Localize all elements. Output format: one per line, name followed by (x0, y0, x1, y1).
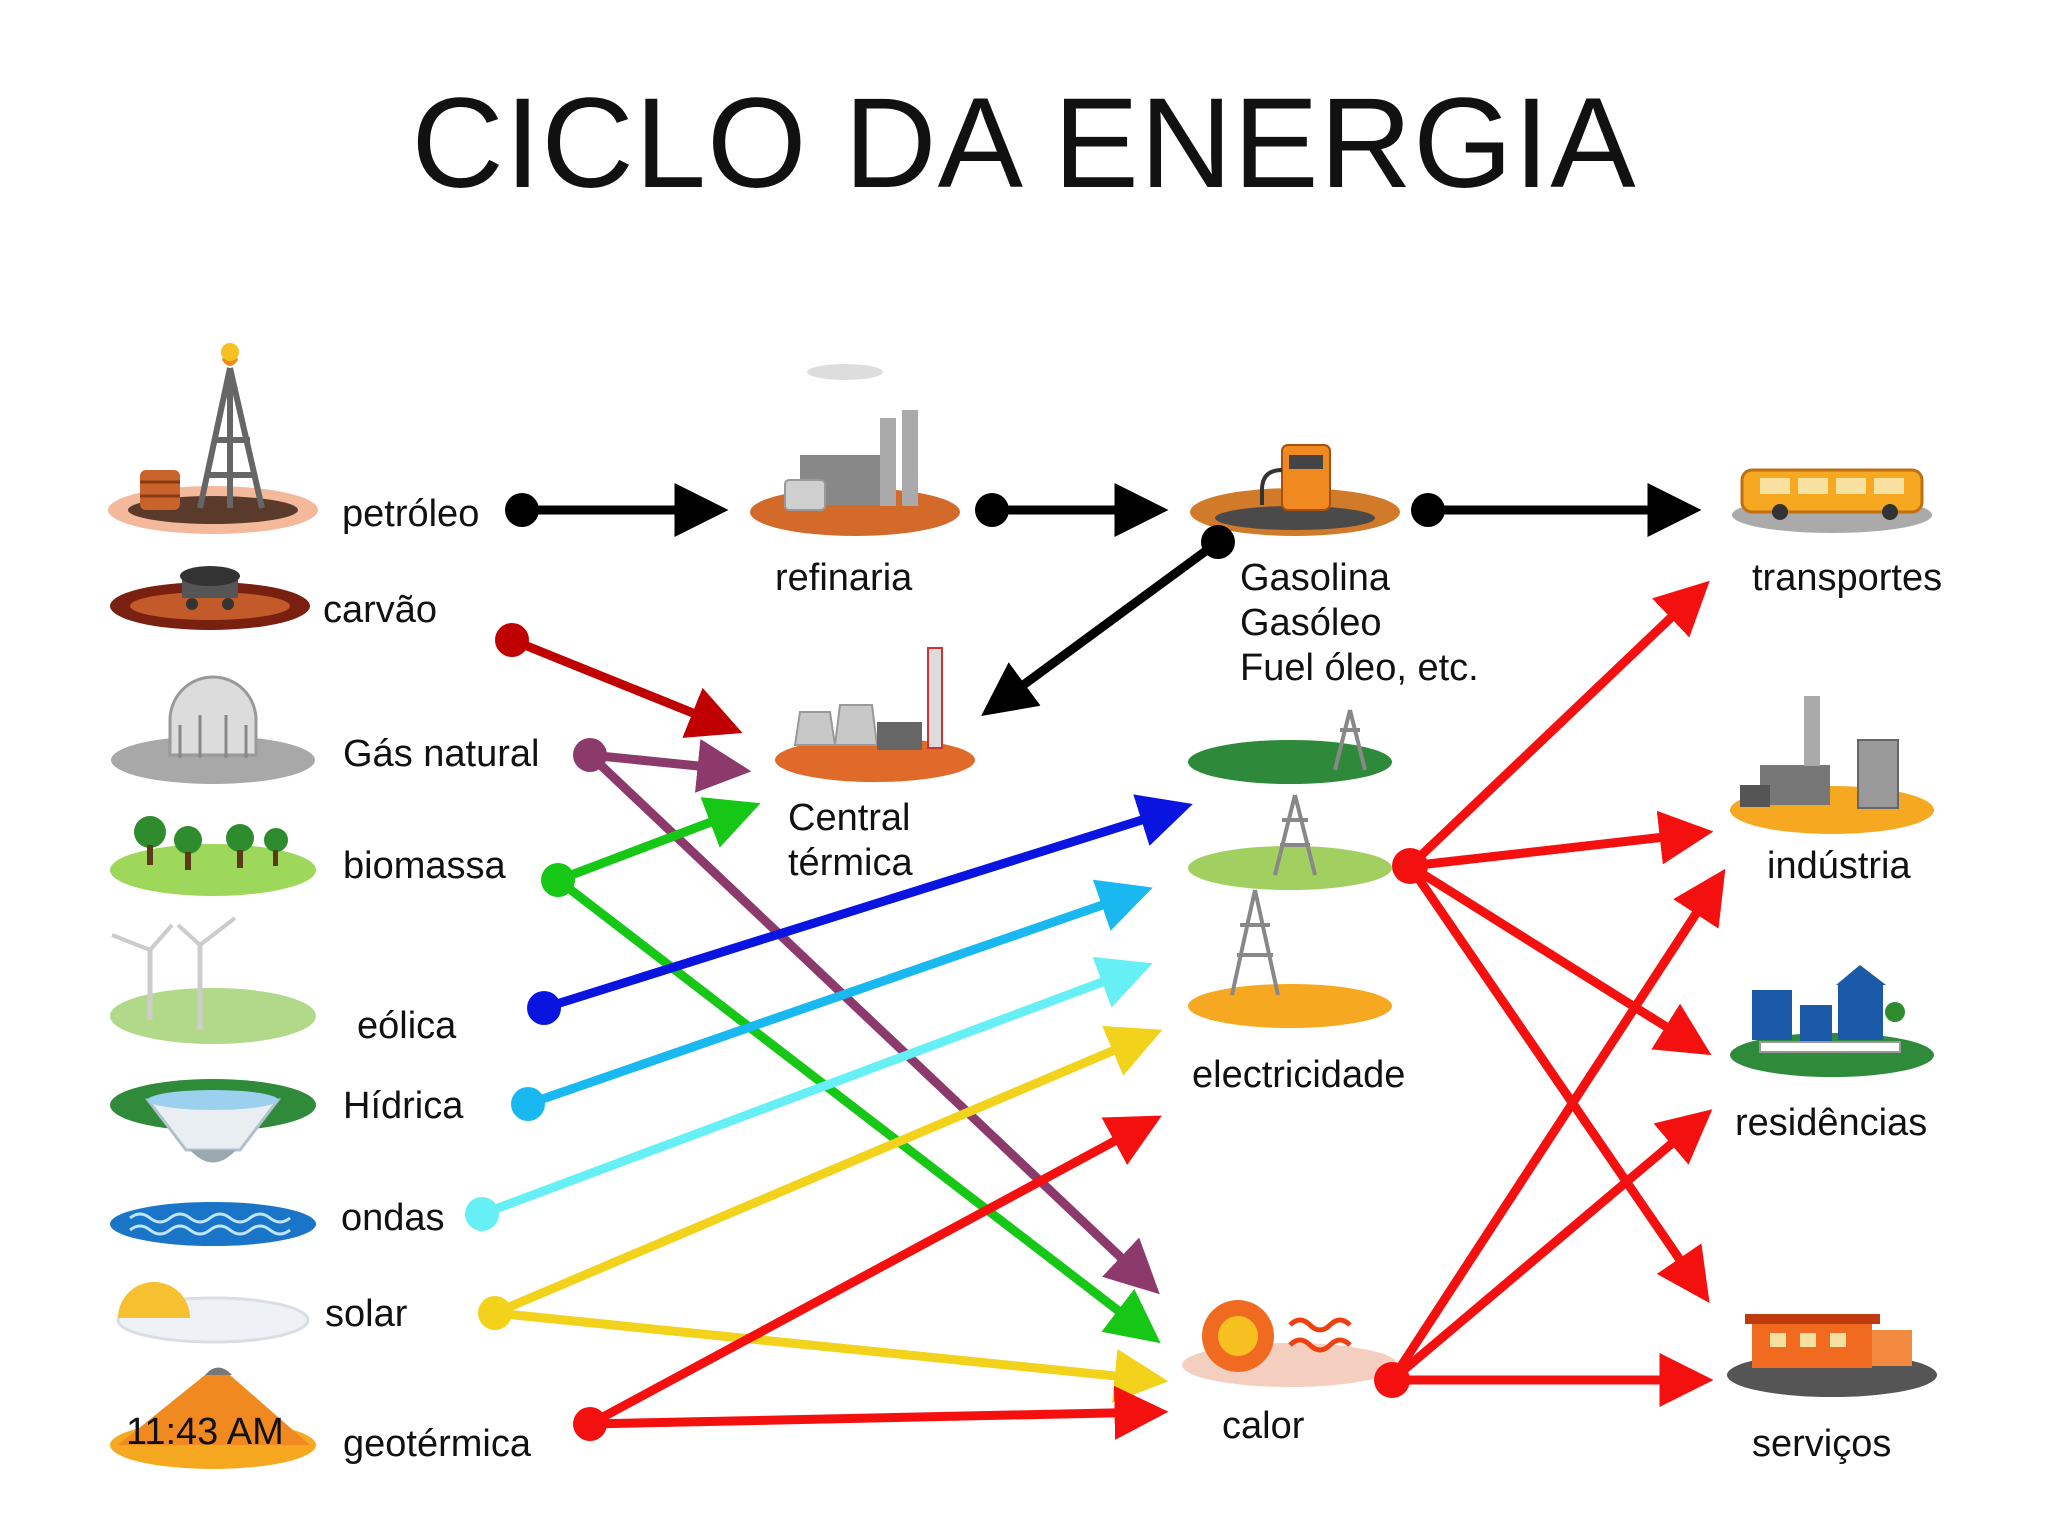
label-eolica: eólica (357, 1005, 457, 1047)
arrow-gas-central (589, 739, 752, 793)
wind-turbines-icon (110, 916, 316, 1044)
arrow-calor-residencias (1389, 1109, 1713, 1384)
clock-overlay: 11:43 AM (126, 1411, 284, 1453)
arrow-geotermica-calor (573, 1385, 1169, 1441)
label-fuels-line1: Gasolina (1240, 557, 1391, 599)
label-central-line2: térmica (788, 842, 913, 884)
volcano-icon (110, 1367, 316, 1469)
label-industria: indústria (1767, 845, 1911, 887)
thermal-power-plant-icon (775, 647, 975, 782)
arrow-electricidade-industria (1409, 810, 1714, 871)
heat-icon (1182, 1300, 1398, 1387)
arrow-combustiveis-transportes (1411, 483, 1702, 537)
label-transportes: transportes (1752, 557, 1942, 599)
arrow-biomassa-central (556, 797, 761, 885)
fuel-pump-icon (1190, 444, 1400, 536)
power-lines-icon (1188, 709, 1392, 1028)
bus-icon (1732, 468, 1932, 533)
arrow-electricidade-servicos (1392, 848, 1710, 1304)
page-title: CICLO DA ENERGIA (411, 72, 1637, 215)
flow-arrows (465, 483, 1726, 1441)
label-ondas: ondas (341, 1197, 445, 1239)
arrow-gas-calor (573, 738, 1160, 1295)
label-electricidade: electricidade (1192, 1054, 1405, 1096)
gas-storage-tank-icon (111, 675, 315, 784)
arrow-solar-calor (478, 1296, 1169, 1403)
arrow-ondas-electricidade (465, 956, 1153, 1231)
source-labels: petróleo carvão Gás natural biomassa eól… (126, 493, 539, 1465)
arrow-eolica-electricidade (527, 794, 1193, 1025)
dam-icon (110, 1079, 316, 1163)
label-geotermica: geotérmica (343, 1423, 532, 1465)
arrow-calor-servicos (1374, 1353, 1714, 1407)
waves-icon (110, 1202, 316, 1246)
label-petroleo: petróleo (342, 493, 479, 535)
arrow-petroleo-refinaria (505, 483, 729, 537)
label-fuels-line2: Gasóleo (1240, 602, 1382, 644)
arrow-electricidade-transportes (1406, 580, 1710, 870)
label-gas-natural: Gás natural (343, 733, 539, 775)
oil-derrick-icon (108, 343, 318, 534)
label-refinaria: refinaria (775, 557, 913, 599)
intermediate-labels: refinaria Central térmica Gasolina Gasól… (775, 557, 1479, 1447)
arrow-biomassa-calor (541, 863, 1161, 1344)
factory-icon (1730, 696, 1934, 834)
arrow-geotermica-electricidade (587, 1115, 1162, 1428)
label-residencias: residências (1735, 1102, 1927, 1144)
arrow-calor-industria (1388, 868, 1726, 1383)
label-biomassa: biomassa (343, 845, 506, 887)
use-labels: transportes indústria residências serviç… (1735, 557, 1942, 1465)
coal-cart-icon (110, 566, 310, 630)
label-fuels-line3: Fuel óleo, etc. (1240, 647, 1479, 689)
arrow-refinaria-combustiveis (975, 483, 1169, 537)
arrow-combustiveis-central (981, 525, 1235, 716)
trees-icon (110, 816, 316, 896)
arrow-electricidade-residencias (1407, 862, 1712, 1056)
label-central-line1: Central (788, 797, 911, 839)
houses-icon (1730, 965, 1934, 1077)
arrow-solar-electricidade (493, 1025, 1163, 1318)
label-servicos: serviços (1752, 1423, 1891, 1465)
label-solar: solar (325, 1293, 408, 1335)
shop-building-icon (1727, 1314, 1937, 1397)
refinery-icon (750, 364, 960, 536)
arrow-hidrica-electricidade (511, 879, 1153, 1121)
label-carvao: carvão (323, 589, 437, 631)
label-hidrica: Hídrica (343, 1085, 464, 1127)
arrow-carvao-central (495, 623, 743, 738)
label-calor: calor (1222, 1405, 1305, 1447)
sun-icon (116, 1282, 310, 1344)
